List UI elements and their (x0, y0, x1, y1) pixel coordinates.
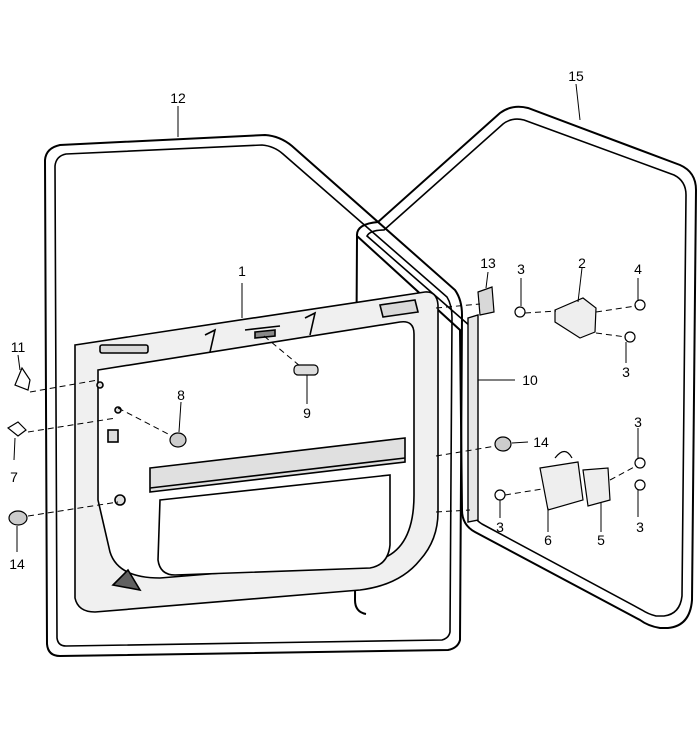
bracket-13 (477, 286, 495, 316)
callout-5: 5 (597, 532, 605, 548)
plug-8 (169, 432, 187, 448)
hinge-6 (539, 461, 584, 511)
callout-1: 1 (238, 263, 246, 279)
callout-15: 15 (568, 68, 584, 84)
plug-14-right (494, 436, 512, 452)
inner-door-panel (74, 291, 439, 613)
plug-14-left (8, 510, 28, 526)
callout-3-hinge-lower-top: 3 (634, 414, 642, 430)
small-parts (6, 286, 646, 526)
callout-14-left: 14 (9, 556, 25, 572)
callout-3-hinge-top-left: 3 (517, 261, 525, 277)
bracket-5 (582, 467, 611, 507)
callout-13: 13 (480, 255, 496, 271)
bumper-9 (293, 364, 319, 376)
callout-labels: 1 2 3 3 3 3 3 4 5 6 7 8 9 10 11 12 13 14… (9, 68, 644, 572)
callout-8: 8 (177, 387, 185, 403)
callout-3-hinge-top-right: 3 (622, 364, 630, 380)
callout-10: 10 (522, 372, 538, 388)
leader-lines (13, 83, 639, 552)
callout-2: 2 (578, 255, 586, 271)
callout-9: 9 (303, 405, 311, 421)
pin-7 (6, 421, 27, 437)
clip-11 (14, 366, 31, 391)
callout-3-hinge-lower-right: 3 (636, 519, 644, 535)
bolts (494, 299, 646, 501)
callout-3-hinge-lower-left: 3 (496, 519, 504, 535)
assembly-lines (27, 303, 637, 517)
callout-4: 4 (634, 261, 642, 277)
callout-14-right: 14 (533, 434, 549, 450)
outer-door-seal (43, 133, 464, 658)
callout-6: 6 (544, 532, 552, 548)
callout-12: 12 (170, 90, 186, 106)
hinge-strip (467, 314, 479, 523)
hinge-2 (554, 297, 597, 339)
callout-11: 11 (11, 339, 26, 355)
callout-7: 7 (10, 469, 18, 485)
